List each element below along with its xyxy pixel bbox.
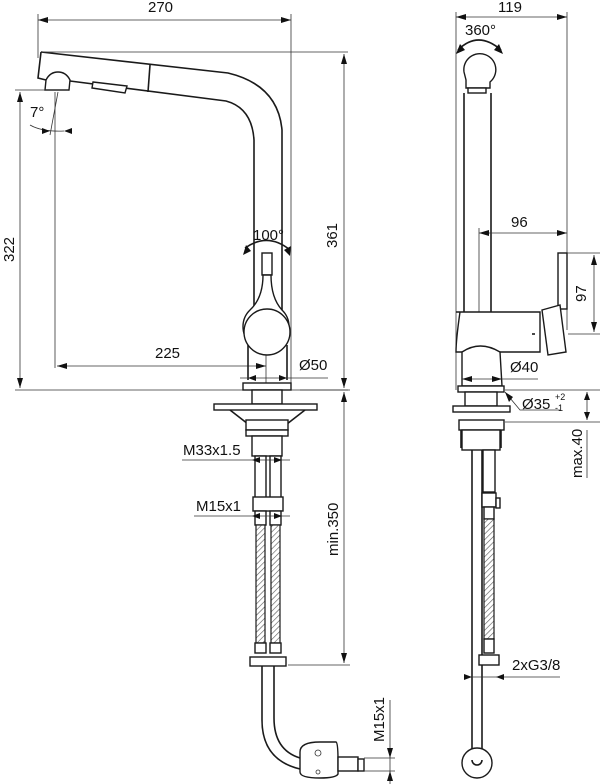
dim-hole-tolerance-plus: +2 [555, 392, 566, 402]
dim-outlet-thread: M15x1 [371, 696, 388, 742]
dim-spout-height: 322 [1, 236, 18, 262]
dim-reach: 225 [155, 345, 181, 362]
dim-hole-tolerance-minus: -1 [555, 403, 564, 413]
dim-lever-rotation: 100° [253, 227, 285, 244]
dim-lever-height: 97 [573, 285, 590, 302]
dim-connection-thread: M33x1.5 [183, 442, 241, 459]
dim-max-deck-thickness: max.40 [569, 428, 586, 478]
dim-hose-length: min.350 [325, 502, 342, 556]
dim-supply-connection: 2xG3/8 [512, 657, 561, 674]
front-view [452, 12, 600, 779]
dim-overall-depth: 119 [498, 0, 522, 16]
dim-hole-diameter: Ø35 [522, 396, 551, 413]
dim-swivel: 360° [465, 22, 497, 39]
dim-lever-offset: 96 [511, 214, 528, 231]
dim-spout-angle: 7° [30, 104, 45, 121]
dim-body-diameter: Ø40 [510, 359, 539, 376]
dim-hose-thread: M15x1 [196, 498, 242, 515]
side-view [15, 14, 395, 784]
dim-total-height: 361 [324, 222, 341, 248]
dim-base-diameter: Ø50 [299, 357, 328, 374]
dim-overall-width: 270 [148, 0, 174, 16]
